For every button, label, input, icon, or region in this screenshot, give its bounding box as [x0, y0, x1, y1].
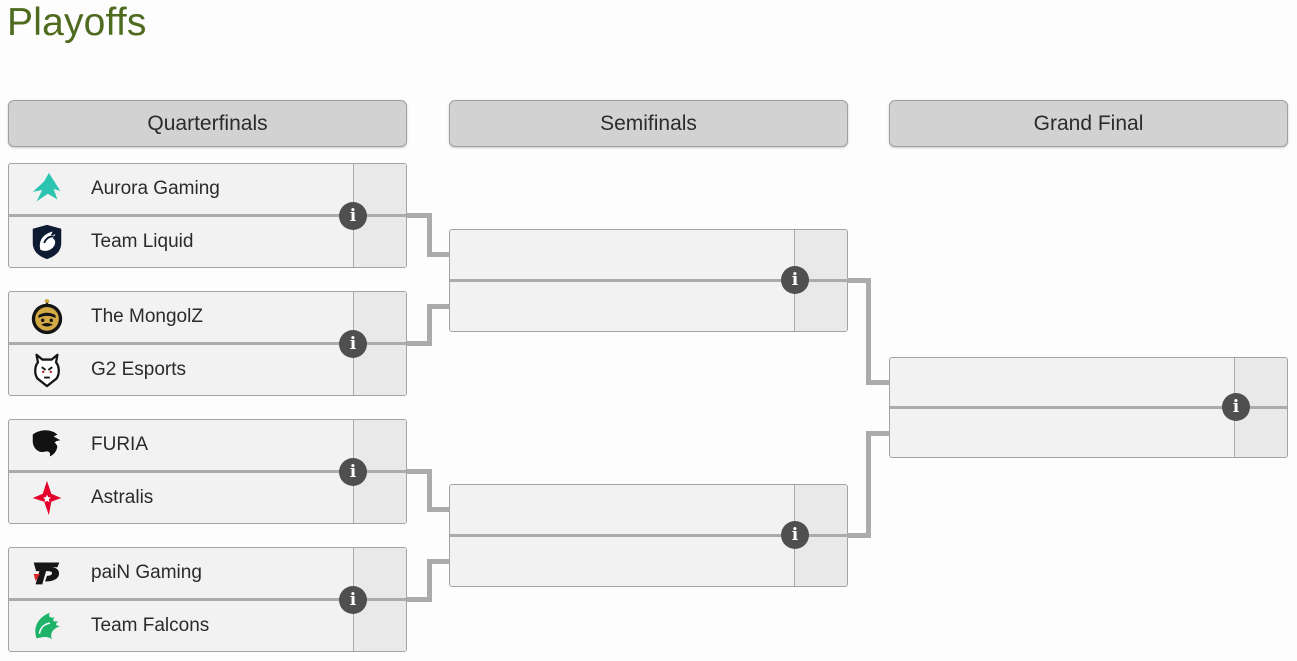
- info-icon[interactable]: i: [781, 266, 809, 294]
- team-row-aurora-gaming[interactable]: Aurora Gaming: [9, 164, 406, 214]
- match-quarterfinal-4: paiN Gaming Team Falcons: [8, 547, 407, 652]
- team-name: The MongolZ: [91, 306, 203, 327]
- team-name: Team Liquid: [91, 231, 194, 252]
- column-header-grand-final: Grand Final: [889, 100, 1288, 147]
- connector-segment: [407, 469, 432, 474]
- connector-segment: [427, 213, 432, 257]
- column-header-semifinals: Semifinals: [449, 100, 848, 147]
- connector-segment: [427, 559, 432, 602]
- info-icon[interactable]: i: [339, 586, 367, 614]
- info-icon[interactable]: i: [1222, 393, 1250, 421]
- team-name: G2 Esports: [91, 359, 187, 380]
- connector-segment: [866, 431, 889, 436]
- match-row-divider: [450, 534, 847, 537]
- connector-segment: [847, 278, 871, 283]
- team-row-g2-esports[interactable]: G2 Esports: [9, 345, 406, 395]
- connector-segment: [427, 252, 449, 257]
- team-name: Team Falcons: [91, 615, 210, 636]
- team-name: Astralis: [91, 487, 154, 508]
- column-header-quarterfinals: Quarterfinals: [8, 100, 407, 147]
- connector-segment: [866, 278, 871, 385]
- connector-segment: [866, 431, 871, 538]
- connector-segment: [427, 304, 449, 309]
- connector-segment: [427, 304, 432, 346]
- info-icon[interactable]: i: [339, 458, 367, 486]
- match-row-divider: [890, 406, 1287, 409]
- team-name: paiN Gaming: [91, 562, 202, 583]
- g2-esports-logo: [27, 350, 67, 390]
- connector-segment: [407, 597, 432, 602]
- info-icon[interactable]: i: [339, 202, 367, 230]
- team-liquid-logo: [27, 222, 67, 262]
- match-row-divider: [9, 214, 406, 217]
- team-row-team-falcons[interactable]: Team Falcons: [9, 601, 406, 651]
- match-row-divider: [9, 342, 406, 345]
- pain-gaming-logo: [27, 553, 67, 593]
- aurora-gaming-logo: [27, 169, 67, 209]
- team-name: Aurora Gaming: [91, 178, 220, 199]
- team-falcons-logo: [27, 606, 67, 646]
- the-mongolz-logo: [27, 297, 67, 337]
- page-title: Playoffs: [7, 1, 147, 44]
- connector-segment: [427, 469, 432, 512]
- astralis-logo: [27, 478, 67, 518]
- furia-logo: [27, 425, 67, 465]
- connector-segment: [427, 559, 449, 564]
- connector-segment: [407, 341, 432, 346]
- match-row-divider: [9, 470, 406, 473]
- match-row-divider: [450, 279, 847, 282]
- connector-segment: [407, 213, 432, 218]
- match-row-divider: [9, 598, 406, 601]
- connector-segment: [866, 380, 889, 385]
- connector-segment: [847, 533, 871, 538]
- connector-segment: [427, 507, 449, 512]
- info-icon[interactable]: i: [781, 521, 809, 549]
- info-icon[interactable]: i: [339, 330, 367, 358]
- score-cell: [353, 164, 406, 214]
- team-name: FURIA: [91, 434, 148, 455]
